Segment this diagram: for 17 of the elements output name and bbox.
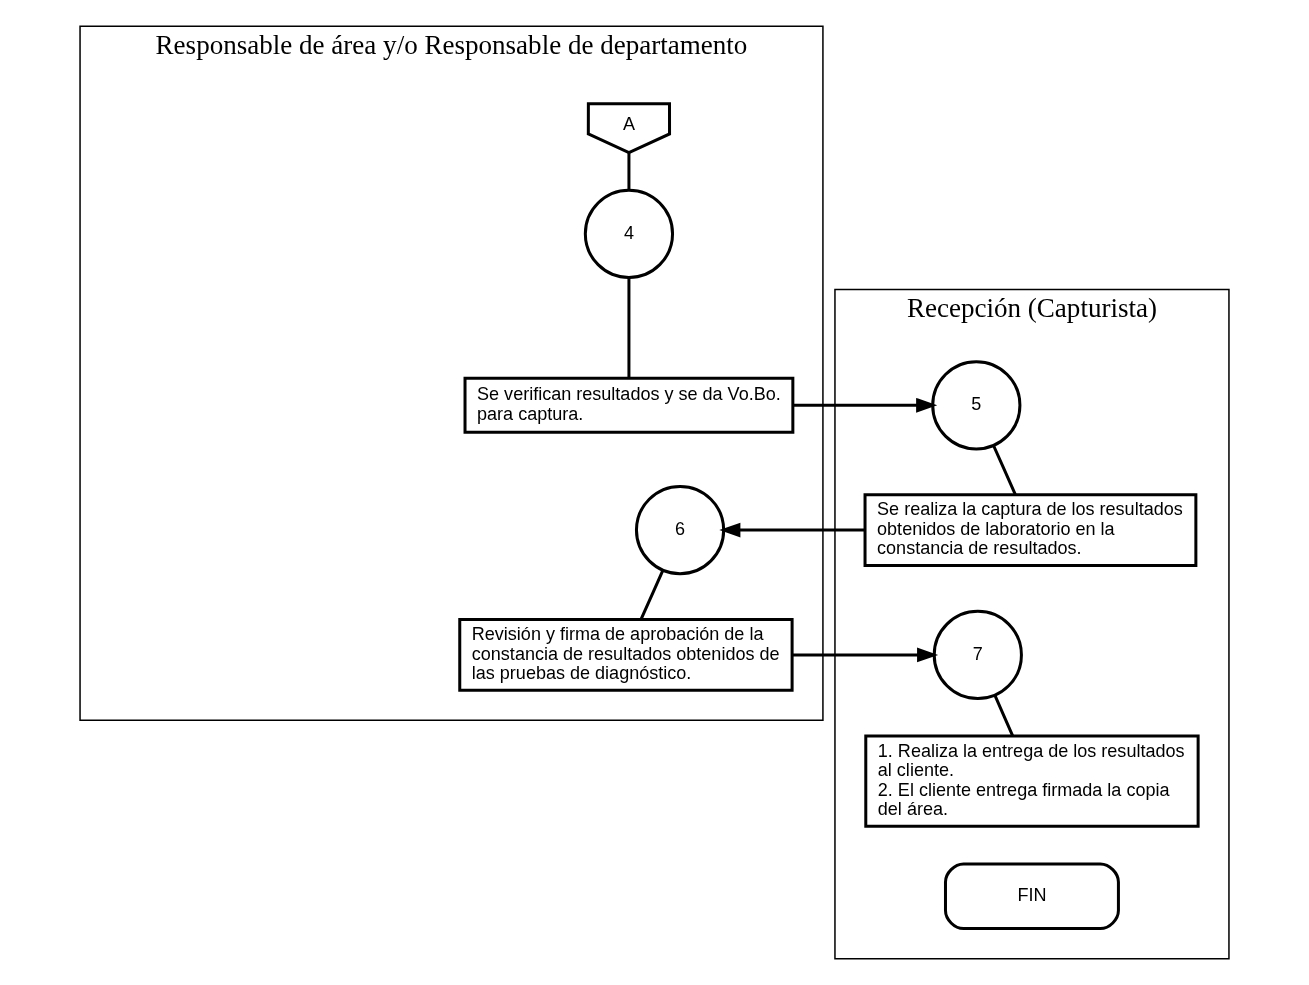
connector <box>639 570 664 620</box>
arrow <box>792 647 939 663</box>
node-box: Se realiza la captura de los resultados obtenidos de laboratorio en la constancia de resultados. <box>863 493 1198 567</box>
node-circle: 6 <box>634 484 726 576</box>
node-circle: 7 <box>932 609 1023 701</box>
node-box: Revisión y firma de aprobación de la constancia de resultados obtenidos de las pruebas de diagnóstico. <box>458 618 794 692</box>
node-box: Se verifican resultados y se da Vo.Bo. para captura. <box>463 376 795 434</box>
connector <box>993 694 1015 737</box>
node-box: FIN <box>944 862 1120 931</box>
arrow <box>793 397 938 413</box>
connector <box>627 277 631 379</box>
arrow <box>719 522 865 538</box>
node-box: 1. Realiza la entrega de los resultados al cliente. 2. El cliente entrega firmada la copia del área. <box>864 734 1200 828</box>
node-circle: 4 <box>583 188 675 279</box>
node-circle: 5 <box>931 360 1022 451</box>
connector <box>627 153 631 190</box>
connector <box>992 445 1017 495</box>
